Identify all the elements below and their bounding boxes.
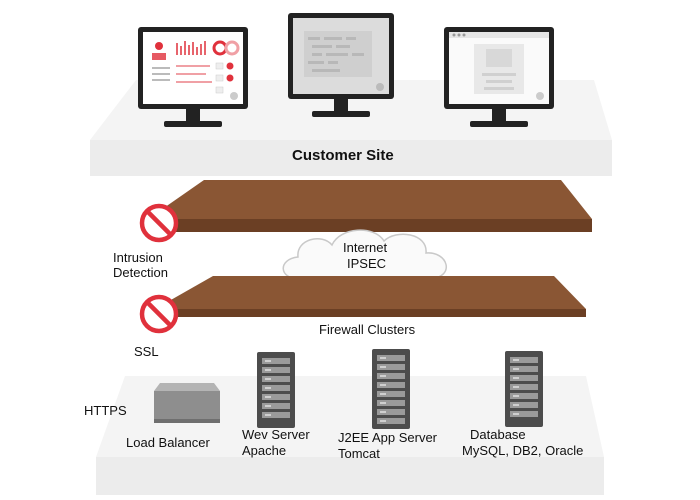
firewall-clusters-label: Firewall Clusters — [319, 322, 416, 337]
detection-label: Detection — [113, 265, 168, 280]
lower-platform — [155, 276, 586, 317]
internet-label: Internet — [343, 240, 388, 255]
load-balancer-label: Load Balancer — [126, 435, 210, 450]
app-server-label: J2EE App Server — [338, 430, 437, 445]
tomcat-label: Tomcat — [338, 446, 380, 461]
monitor-code-icon — [288, 13, 394, 117]
upper-platform — [148, 180, 592, 232]
intrusion-label: Intrusion — [113, 250, 163, 265]
server-rack-icon — [505, 351, 543, 427]
https-label: HTTPS — [84, 403, 127, 418]
server-rack-icon — [257, 352, 295, 428]
web-server-label: Wev Server — [242, 427, 310, 442]
load-balancer-icon — [154, 383, 220, 423]
no-entry-icon — [139, 294, 179, 334]
ssl-label: SSL — [134, 344, 159, 359]
database-label: Database — [470, 427, 526, 442]
no-entry-icon — [139, 203, 179, 243]
apache-label: Apache — [242, 443, 287, 458]
ipsec-label: IPSEC — [347, 256, 387, 271]
database-types-label: MySQL, DB2, Oracle — [462, 443, 584, 458]
monitor-web-icon — [444, 27, 554, 127]
server-rack-icon — [372, 349, 410, 429]
customer-site-label: Customer Site — [292, 147, 394, 164]
cloud-icon — [282, 229, 448, 280]
monitor-dashboard-icon — [138, 27, 248, 127]
